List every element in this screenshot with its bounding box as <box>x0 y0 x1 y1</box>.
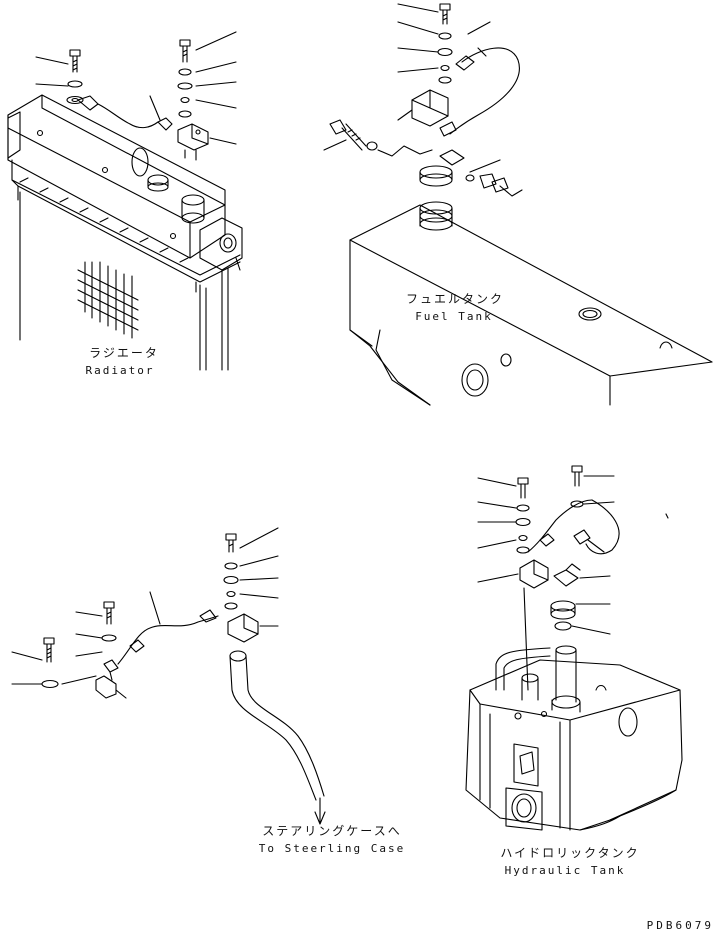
hydraulic-tank-label-jp: ハイドロリックタンク <box>500 846 640 860</box>
steering-case-label-jp: ステアリングケースへ <box>262 824 402 838</box>
steering-case-label-en: To Steerling Case <box>258 842 406 855</box>
fuel-tank-label-jp: フュエルタンク <box>405 292 504 306</box>
fuel-tank-assembly <box>323 3 713 406</box>
radiator-label-jp: ラジエータ <box>89 346 159 360</box>
drawing-code: PDB6079 <box>646 919 714 932</box>
fuel-tank-label-en: Fuel Tank <box>415 310 493 323</box>
radiator-assembly <box>7 31 243 371</box>
steering-line-assembly <box>11 527 326 825</box>
hydraulic-tank-assembly <box>465 465 683 831</box>
hydraulic-tank-label-en: Hydraulic Tank <box>504 864 626 877</box>
radiator-label-en: Radiator <box>85 364 155 377</box>
